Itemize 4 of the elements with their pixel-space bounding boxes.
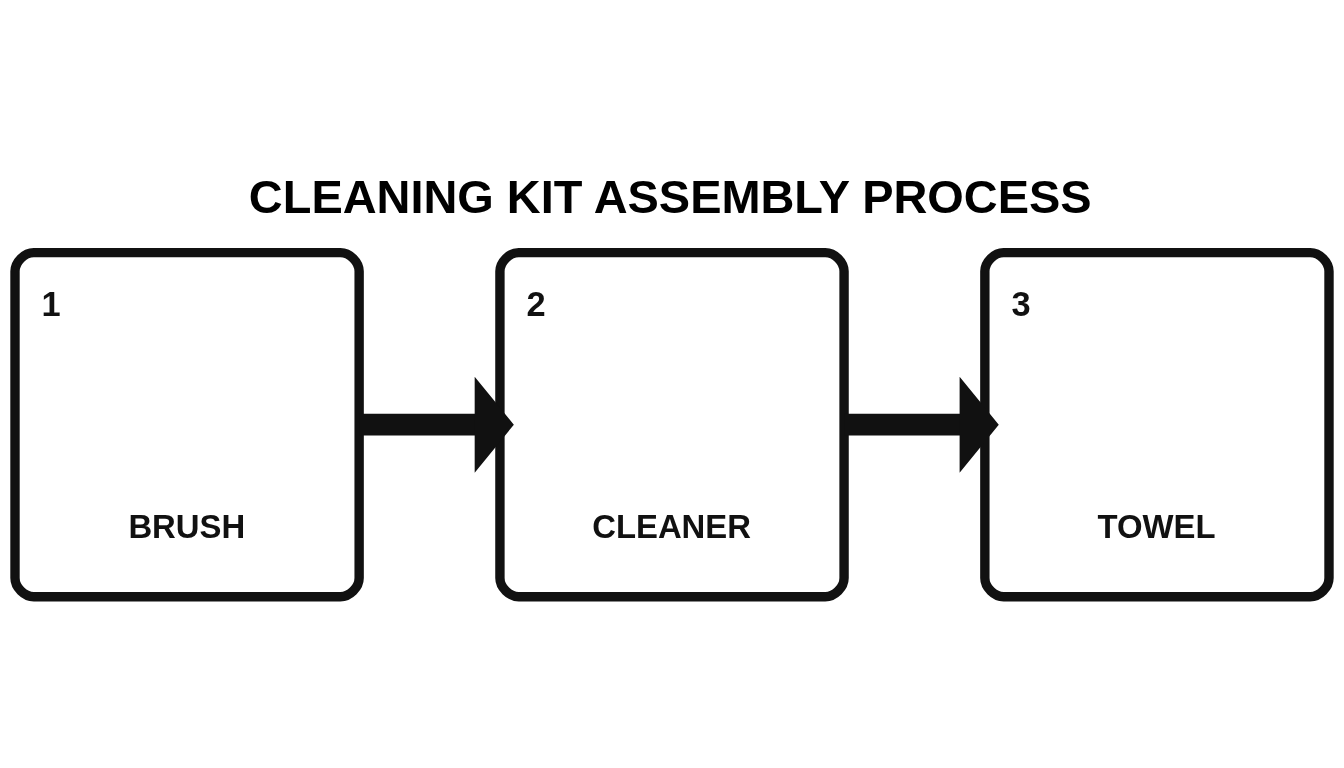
node-box: 3 TOWEL (980, 247, 1334, 602)
node-box: 1 BRUSH (10, 247, 364, 602)
node-box: 2 CLEANER (495, 247, 849, 602)
diagram-title: CLEANING KIT ASSEMBLY PROCESS (248, 171, 1092, 224)
